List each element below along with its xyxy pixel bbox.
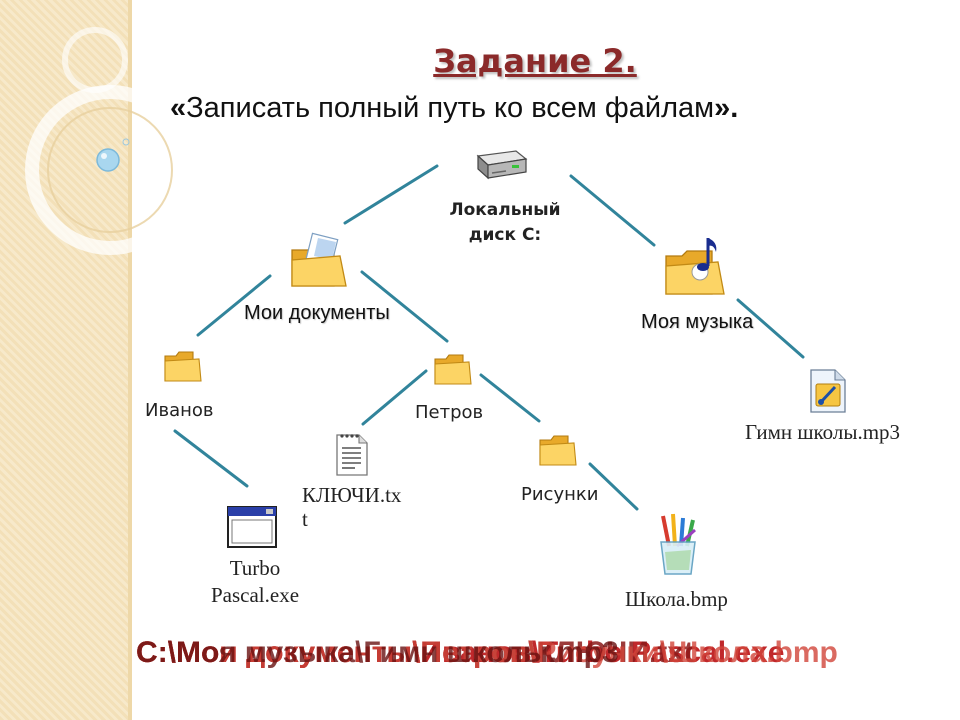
keys-file-line2: t [302, 507, 308, 531]
school-bmp-label[interactable]: Школа.bmp [625, 587, 728, 611]
open-quote: « [170, 92, 187, 124]
answer-paths: С:\Мои документы\Иванов\Turbo Pascal.exe… [136, 636, 916, 676]
text-file-icon[interactable] [333, 432, 371, 478]
sidebar-edge [128, 0, 132, 720]
connector-ivanov-turbo [173, 429, 249, 488]
answer-path-1: С:\Мои документы\Иванов\Turbo Pascal.exe [136, 636, 785, 669]
petrov-folder-icon[interactable] [433, 351, 473, 387]
sidebar-decoration [0, 0, 132, 720]
connector-disk-documents [343, 164, 439, 225]
disk-label-line1: Локальный [449, 200, 561, 220]
answer-path-4: С:\Моя музыка\Гимн школы.mp3 [136, 636, 619, 669]
pictures-label[interactable]: Рисунки [521, 484, 599, 505]
disk-label[interactable]: Локальный диск С: [440, 198, 570, 248]
keys-file-label[interactable]: КЛЮЧИ.tx t [302, 483, 401, 531]
turbo-line1: Turbo [229, 556, 281, 580]
anthem-label[interactable]: Гимн школы.mp3 [745, 420, 901, 444]
connector-disk-music [569, 174, 656, 247]
slide-subtitle: «Записать полный путь ко всем файлам». [170, 92, 738, 125]
slide-title: Задание 2. [433, 42, 637, 80]
audio-file-icon[interactable] [807, 367, 849, 415]
connector-documents-petrov [360, 270, 449, 343]
pictures-folder-icon[interactable] [538, 432, 578, 468]
connector-pictures-school [588, 462, 639, 511]
ivanov-folder-icon[interactable] [163, 348, 203, 384]
ivanov-label[interactable]: Иванов [145, 400, 214, 421]
circle-decoration [25, 27, 195, 255]
music-label[interactable]: Моя музыка [641, 311, 754, 333]
connector-music-anthem [736, 298, 805, 359]
disk-label-line2: диск С: [468, 225, 542, 245]
turbo-pascal-label[interactable]: Turbo Pascal.exe [199, 555, 311, 609]
keys-file-line1: КЛЮЧИ.tx [302, 483, 402, 507]
application-window-icon[interactable] [226, 505, 278, 549]
connector-petrov-keys [361, 369, 428, 426]
documents-folder-icon[interactable] [288, 232, 352, 292]
connector-documents-ivanov [196, 274, 272, 337]
music-folder-icon[interactable] [662, 234, 732, 300]
answer-path-2: С:\Мои документы\Петров\КЛЮЧИ.txt [136, 636, 694, 669]
turbo-line2: Pascal.exe [210, 583, 300, 607]
hard-drive-icon[interactable] [472, 148, 528, 184]
close-quote: ». [714, 92, 739, 124]
answer-path-3: С:\Мои документы\Петров\Рисунки\Школа.bm… [136, 636, 838, 669]
documents-label[interactable]: Мои документы [244, 302, 390, 324]
subtitle-text: Записать полный путь ко всем файлам [186, 92, 715, 124]
petrov-label[interactable]: Петров [415, 402, 484, 423]
paint-brushes-icon[interactable] [655, 512, 701, 576]
connector-petrov-pictures [479, 373, 541, 423]
